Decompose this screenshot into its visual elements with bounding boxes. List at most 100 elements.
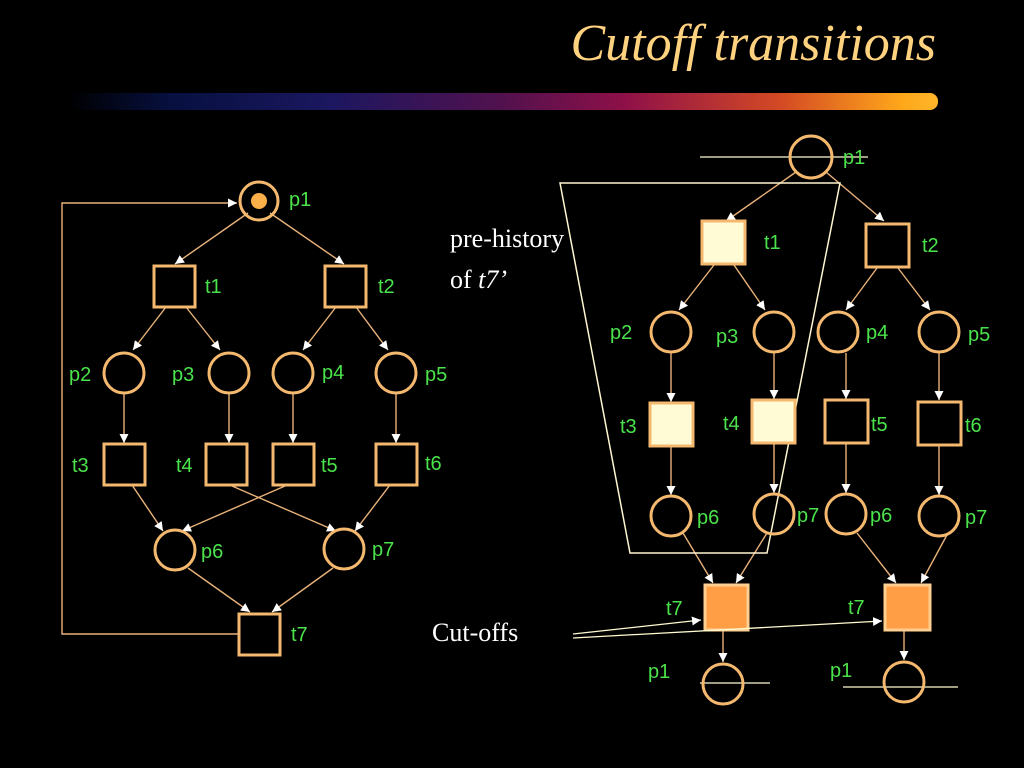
place-label-p2: p2	[69, 364, 91, 386]
place-label-p4: p4	[322, 362, 344, 384]
arc-p1-t2	[825, 171, 885, 222]
arc-p7-t7-b	[920, 532, 949, 584]
transition-t3	[102, 442, 147, 487]
arc-p7-t7	[271, 567, 334, 613]
place-label-p6-a: p6	[697, 507, 719, 529]
arc-t1-p2	[678, 264, 715, 311]
place-p2	[649, 310, 693, 354]
arc-t3-p6	[131, 484, 164, 532]
transition-label-t7: t7	[291, 624, 308, 646]
cutoff-pointer-b	[572, 617, 883, 639]
place-p1-bottom-a	[701, 662, 745, 706]
place-label-p7: p7	[372, 539, 394, 561]
transition-label-t1: t1	[205, 276, 222, 298]
place-label-p7-b: p7	[965, 507, 987, 529]
cutoffs-annotation: Cut-offs	[432, 618, 518, 647]
left-net-arcs	[61, 198, 401, 635]
place-label-p4: p4	[866, 322, 888, 344]
transition-label-t5: t5	[871, 414, 888, 436]
transition-t2	[864, 222, 911, 269]
transition-t2	[323, 264, 368, 309]
place-p7	[322, 527, 366, 571]
place-label-p3: p3	[172, 364, 194, 386]
arc-t1-p3	[185, 306, 221, 351]
transition-label-t3: t3	[72, 455, 89, 477]
transition-label-t3: t3	[620, 416, 637, 438]
arc-t5-p6	[181, 485, 286, 532]
transition-t7	[237, 612, 282, 657]
place-label-p1-top: p1	[843, 147, 865, 169]
place-label-p5: p5	[968, 324, 990, 346]
arc-p1-t2	[269, 212, 345, 265]
arc-t2-p5	[897, 267, 931, 311]
transition-label-t6: t6	[965, 415, 982, 437]
place-p7-a	[752, 492, 796, 536]
transition-t5	[823, 398, 870, 445]
place-p3	[207, 351, 251, 395]
place-p2	[102, 351, 146, 395]
transition-label-t2: t2	[378, 276, 395, 298]
arc-t2-p4	[302, 306, 337, 351]
slide-title: Cutoff transitions	[570, 15, 936, 72]
transition-t6	[916, 400, 963, 447]
transition-label-t4: t4	[176, 455, 193, 477]
transition-label-t2: t2	[922, 235, 939, 257]
place-p1-top	[788, 134, 834, 180]
unfolding: p1 t1 t2 p2 p3 p4 p5 t3 t4 t5 t6 p6 p7	[559, 134, 990, 706]
arc-t4-p7	[231, 485, 337, 532]
place-label-p1: p1	[289, 189, 311, 211]
prehistory-outline	[559, 182, 841, 554]
unfolding-arcs	[666, 171, 949, 662]
place-p5	[917, 310, 961, 354]
place-p7-b	[917, 494, 961, 538]
transition-label-t5: t5	[321, 455, 338, 477]
place-label-p6-b: p6	[870, 505, 892, 527]
cutoff-transition-t7-a	[703, 583, 750, 632]
title-gradient-bar	[68, 93, 938, 110]
transition-label-t1: t1	[764, 232, 781, 254]
transition-label-t7-b: t7	[848, 597, 865, 619]
arc-t1-p2	[132, 306, 167, 351]
transition-t1	[152, 264, 197, 309]
arc-t6-p7	[354, 484, 391, 532]
transition-t4	[204, 442, 249, 487]
cutoff-transition-t7-b	[883, 583, 932, 632]
arc-t2-p4	[845, 267, 878, 311]
place-p1	[238, 180, 280, 222]
cutoff-pointer-a	[572, 616, 702, 635]
left-net: p1 t1 t2 p2 p3 p4 p5 t3 t4 t5 t6 p6 p7	[61, 180, 447, 657]
transition-t5	[271, 442, 316, 487]
transition-label-t7-a: t7	[666, 598, 683, 620]
place-p4	[816, 310, 860, 354]
transition-t4	[750, 398, 797, 445]
arc-p6-t7	[187, 567, 251, 613]
transition-label-t4: t4	[723, 413, 740, 435]
transition-t6	[374, 442, 419, 487]
arc-t2-p5	[355, 306, 389, 351]
place-label-p5: p5	[425, 364, 447, 386]
place-p4	[271, 351, 315, 395]
place-label-p1-bottom-a: p1	[648, 661, 670, 683]
place-label-p7-a: p7	[797, 505, 819, 527]
place-label-p3: p3	[716, 326, 738, 348]
arc-t7-p1-loop	[61, 198, 238, 635]
prehistory-annotation-line1: pre-history	[450, 224, 564, 253]
transition-t1	[700, 219, 747, 266]
arc-p1-t1	[725, 171, 797, 222]
transition-label-t6: t6	[425, 453, 442, 475]
arc-p6-t7-a	[682, 532, 714, 584]
token	[251, 193, 267, 209]
prehistory-annotation-line2: of t7’	[450, 265, 507, 294]
place-p6-b	[824, 492, 868, 536]
arc-p7-t7-a	[735, 532, 768, 584]
transition-t3	[648, 401, 695, 448]
place-p1-bottom-b	[882, 660, 926, 704]
place-p5	[374, 351, 418, 395]
place-label-p1-bottom-b: p1	[830, 660, 852, 682]
arc-p1-t1	[174, 212, 249, 265]
place-label-p2: p2	[610, 322, 632, 344]
place-p3	[752, 310, 796, 354]
arc-t1-p3	[733, 264, 766, 311]
